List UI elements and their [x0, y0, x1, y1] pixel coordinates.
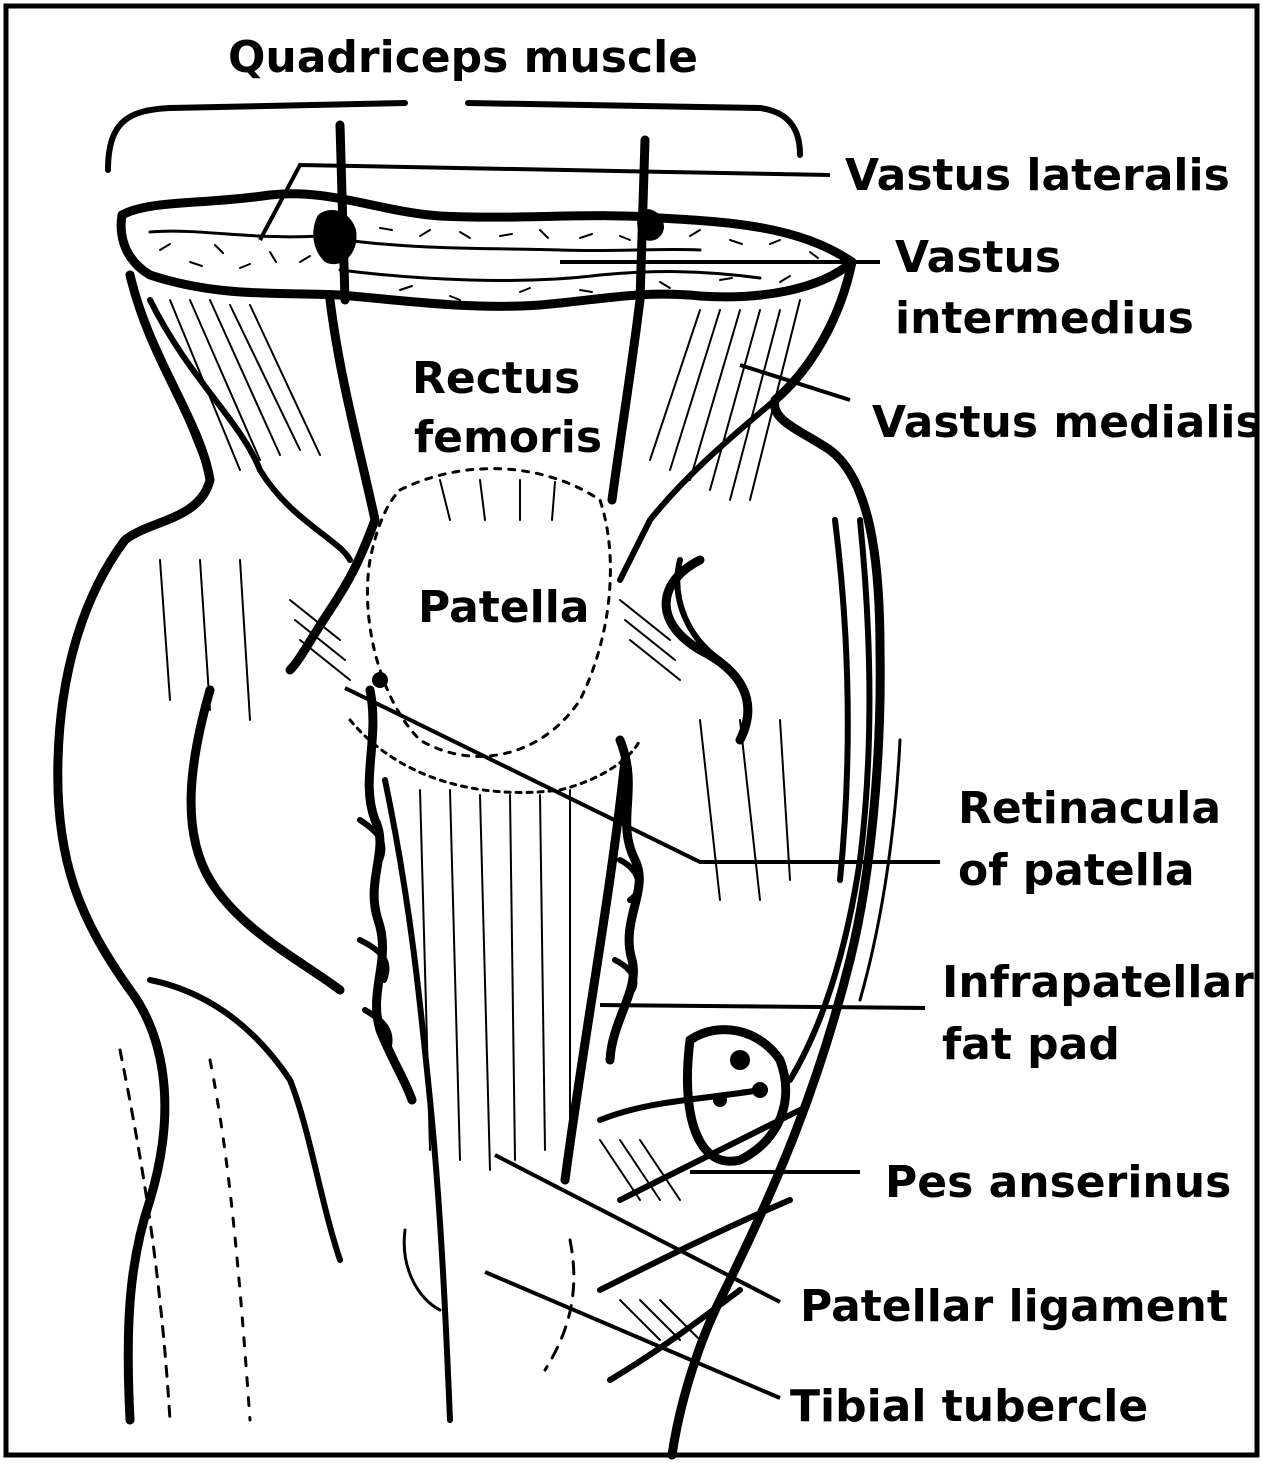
label-quadriceps-muscle: Quadriceps muscle: [228, 32, 698, 83]
label-vastus-lateralis: Vastus lateralis: [845, 150, 1230, 201]
cross-section-line-1: [345, 240, 700, 251]
pes-tendon-1: [600, 1090, 760, 1120]
left-leg-outline: [58, 275, 210, 1420]
figure-border: [6, 6, 1257, 1455]
quadriceps-bracket-right: [468, 103, 800, 155]
label-tibial-tubercle: Tibial tubercle: [790, 1381, 1148, 1432]
leader-vastus-medialis: [740, 365, 850, 400]
label-vastus-intermedius-line1: Vastus: [895, 232, 1061, 283]
label-rectus-femoris-line1: Rectus: [412, 353, 580, 404]
medial-band-2: [835, 520, 848, 880]
label-vastus-intermedius-line2: intermedius: [895, 293, 1194, 344]
label-patella: Patella: [418, 582, 590, 633]
tibia-shaft-dots: [210, 1060, 250, 1420]
leader-lines: [260, 165, 940, 1398]
label-vastus-medialis: Vastus medialis: [872, 397, 1262, 448]
tibia-lateral-edge: [150, 980, 340, 1260]
pes-tendon-3: [600, 1200, 790, 1290]
medial-band-1: [790, 520, 869, 1080]
rectus-right-edge: [612, 300, 640, 500]
rectus-left-edge: [290, 300, 375, 670]
label-infrapatellar-line1: Infrapatellar: [942, 957, 1254, 1008]
quadriceps-bracket-left: [108, 103, 405, 170]
tubercle-curve-left: [404, 1230, 440, 1310]
vastus-lateralis-edge: [150, 300, 350, 560]
knee-illustration: [58, 103, 900, 1455]
label-pes-anserinus: Pes anserinus: [885, 1157, 1231, 1208]
label-patellar-ligament: Patellar ligament: [800, 1281, 1228, 1332]
patellar-ligament-left: [385, 780, 450, 1420]
label-rectus-femoris-line2: femoris: [414, 412, 602, 463]
right-leg-outline: [672, 262, 880, 1455]
label-retinacula-line2: of patella: [958, 845, 1195, 896]
cross-section-line-2: [340, 270, 760, 280]
lateral-condyle: [191, 690, 340, 990]
label-infrapatellar-line2: fat pad: [942, 1019, 1120, 1070]
dark-vessel-left: [313, 210, 356, 264]
cross-section-line-3: [150, 231, 320, 237]
label-retinacula-line1: Retinacula: [958, 783, 1221, 834]
leader-patellar-ligament: [495, 1155, 780, 1302]
leader-infrapatellar: [600, 1005, 925, 1008]
